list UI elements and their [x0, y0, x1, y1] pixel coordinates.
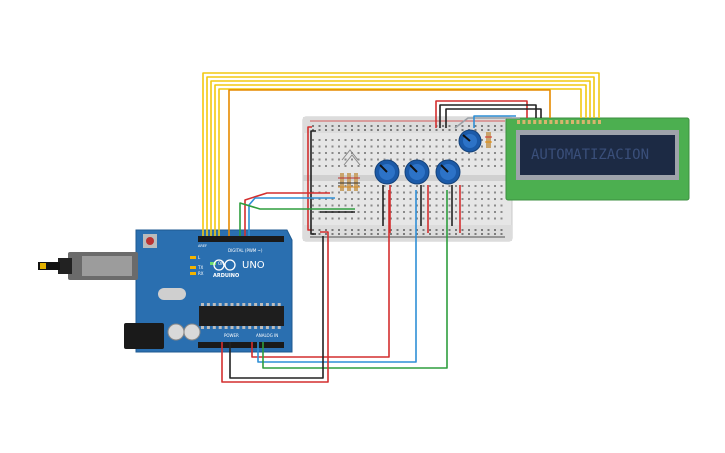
on-label: ON: [218, 261, 224, 266]
lcd-display: AUTOMATIZACION: [505, 117, 690, 201]
led-l: [190, 256, 196, 259]
wire-blue-d: [248, 197, 335, 236]
aref-label: AREF: [198, 244, 207, 248]
capacitor-1: [167, 323, 185, 341]
wire-orange: [228, 89, 551, 236]
arduino-logo-text: ARDUINO: [213, 273, 239, 279]
arduino-uno-board[interactable]: L TX RX ON ARDUINO UNO DIGITAL (PWM ~) P…: [38, 229, 293, 353]
wire-yellow-5: [218, 88, 582, 236]
potentiometer-contrast[interactable]: [458, 129, 482, 153]
contrast-resistor: [485, 132, 492, 148]
crystal-oscillator: [158, 288, 186, 300]
lcd-text: AUTOMATIZACION: [531, 147, 649, 163]
wire-gnd-black: [229, 236, 324, 379]
led-on: [210, 262, 216, 265]
wire-yellow-4: [214, 84, 587, 236]
wire-a1-blue: [257, 190, 417, 363]
wire-rail-black: [310, 130, 316, 235]
lcd-pins: [517, 120, 601, 124]
wire-yellow-3: [210, 80, 591, 236]
power-jack: [124, 323, 164, 349]
power-label: POWER: [224, 333, 239, 338]
wire-lcd-blue: [473, 115, 516, 128]
wire-yellow-2: [206, 76, 595, 236]
wire-rail-red: [307, 126, 312, 231]
analog-label: ANALOG IN: [256, 333, 278, 338]
digital-header[interactable]: [198, 236, 284, 242]
wire-a0-red: [251, 190, 390, 358]
potentiometer-1[interactable]: [374, 159, 400, 185]
atmega-chip: [199, 306, 284, 326]
wire-lcd-black-1: [439, 104, 537, 128]
wire-5v-red: [221, 231, 329, 383]
wire-yellow-1: [202, 72, 600, 236]
wire-a2-green: [262, 190, 448, 369]
l-label: L: [198, 255, 201, 260]
resistor-array: [338, 149, 361, 191]
potentiometer-3[interactable]: [435, 159, 461, 185]
led-rx: [190, 272, 196, 275]
wire-lcd-gray: [454, 117, 520, 129]
led-tx: [190, 266, 196, 269]
chip-pins: [201, 303, 281, 329]
wire-red-d: [244, 192, 330, 236]
digital-label: DIGITAL (PWM ~): [228, 248, 263, 253]
model-label: UNO: [242, 260, 265, 271]
analog-power-header[interactable]: [198, 342, 284, 348]
wire-green-d: [239, 202, 355, 236]
rx-label: RX: [198, 271, 204, 276]
arduino-logo-icon: [213, 259, 236, 271]
tx-label: TX: [197, 265, 203, 270]
wires: [202, 72, 600, 383]
potentiometer-2[interactable]: [404, 159, 430, 185]
wire-lcd-black-2: [445, 108, 542, 128]
breadboard-holes: [312, 125, 503, 235]
capacitor-2: [183, 323, 201, 341]
